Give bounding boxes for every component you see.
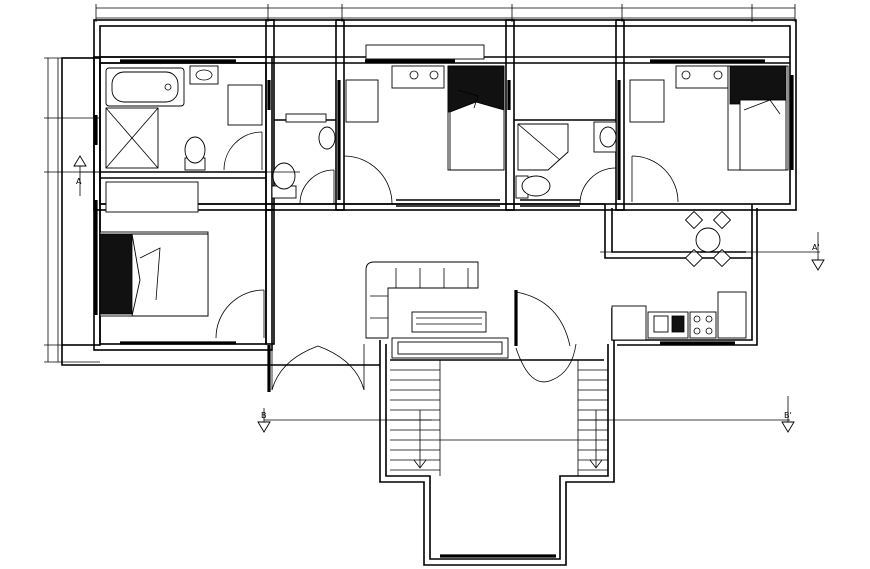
bedroom-right — [629, 65, 789, 203]
kitchen-counter — [611, 291, 747, 341]
dining-table — [684, 210, 732, 268]
section-mark-b-right: B' — [784, 411, 792, 420]
front-porch-stairs — [379, 340, 615, 566]
section-markers: A A' B B' — [73, 155, 825, 433]
living-sofa — [365, 261, 509, 359]
entry-doors — [267, 290, 577, 392]
section-mark-a-left: A — [76, 177, 82, 186]
bathroom-left — [105, 65, 263, 171]
interior-walls — [94, 19, 794, 345]
wc-middle-left — [271, 113, 336, 205]
bedroom-middle — [343, 44, 505, 205]
bathroom-right — [515, 121, 617, 205]
bedroom-left — [99, 181, 265, 339]
section-mark-a-right: A' — [812, 243, 820, 252]
section-mark-b-left: B — [261, 411, 267, 420]
